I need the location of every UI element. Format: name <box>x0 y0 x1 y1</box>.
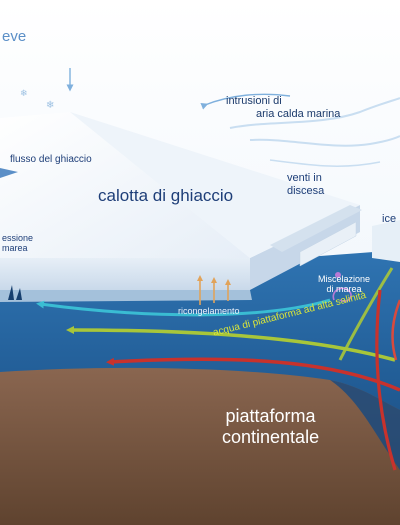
continental-shelf-label: piattaforma continentale <box>222 406 319 447</box>
tidal-pressure-line2: marea <box>2 243 28 254</box>
ice-flow-arrow <box>0 168 18 178</box>
ice-base-texture <box>0 290 252 302</box>
ice-rift <box>270 205 362 252</box>
ice-shelf-top <box>70 112 360 258</box>
tidal-mixing-label: Miscelazione di marea <box>318 274 370 295</box>
warm-air-streamlines <box>200 93 400 167</box>
ice-block <box>299 221 357 267</box>
katabatic-winds-line1: venti in <box>287 172 322 184</box>
warm-water-arrow <box>106 357 400 392</box>
continental-shelf <box>0 367 400 525</box>
high-salinity-arrow <box>66 326 396 362</box>
katabatic-winds-line2: discesa <box>287 184 325 197</box>
grounding-line-texture <box>8 285 22 300</box>
continental-shelf-line2: continentale <box>222 426 320 447</box>
refreezing-arrow <box>36 298 331 317</box>
shelf-slope-water <box>330 380 400 470</box>
ice-cap-label: calotta di ghiaccio <box>98 186 234 205</box>
katabatic-winds-label: venti in discesa <box>287 172 324 197</box>
melt-arrows <box>197 275 231 305</box>
sea-ice-label: ice <box>382 213 397 225</box>
tidal-pressure-label: essione marea <box>2 233 33 254</box>
snow-label: eve <box>2 28 27 45</box>
warm-water-arrow-right <box>391 299 400 361</box>
warm-air-intrusions-line1: intrusioni di <box>226 95 282 107</box>
refreezing-label: ricongelamento <box>178 306 240 316</box>
tidal-mixing-line2: di marea <box>326 284 362 295</box>
tidal-pressure-line1: essione <box>2 233 34 243</box>
tidal-mixing-line1: Miscelazione <box>318 274 371 284</box>
ice-cap-side <box>250 205 360 290</box>
ice-flow-label: flusso del ghiaccio <box>10 154 92 165</box>
snowflake-icon: ❄ <box>20 89 28 99</box>
ice-cap-front <box>0 258 250 290</box>
snowflake-icon: ❄ <box>46 100 54 111</box>
sea-ice <box>372 220 400 262</box>
tidal-mixing-swirl <box>332 272 352 303</box>
warm-water-arrow-up <box>375 289 397 471</box>
continental-shelf-line1: piattaforma <box>225 406 316 426</box>
warm-air-intrusions-line2: aria calda marina <box>256 107 341 120</box>
high-salinity-arrow-up <box>338 267 394 361</box>
ice-cap-top <box>0 112 250 258</box>
warm-air-intrusions-label: intrusioni di aria calda marina <box>226 95 340 120</box>
